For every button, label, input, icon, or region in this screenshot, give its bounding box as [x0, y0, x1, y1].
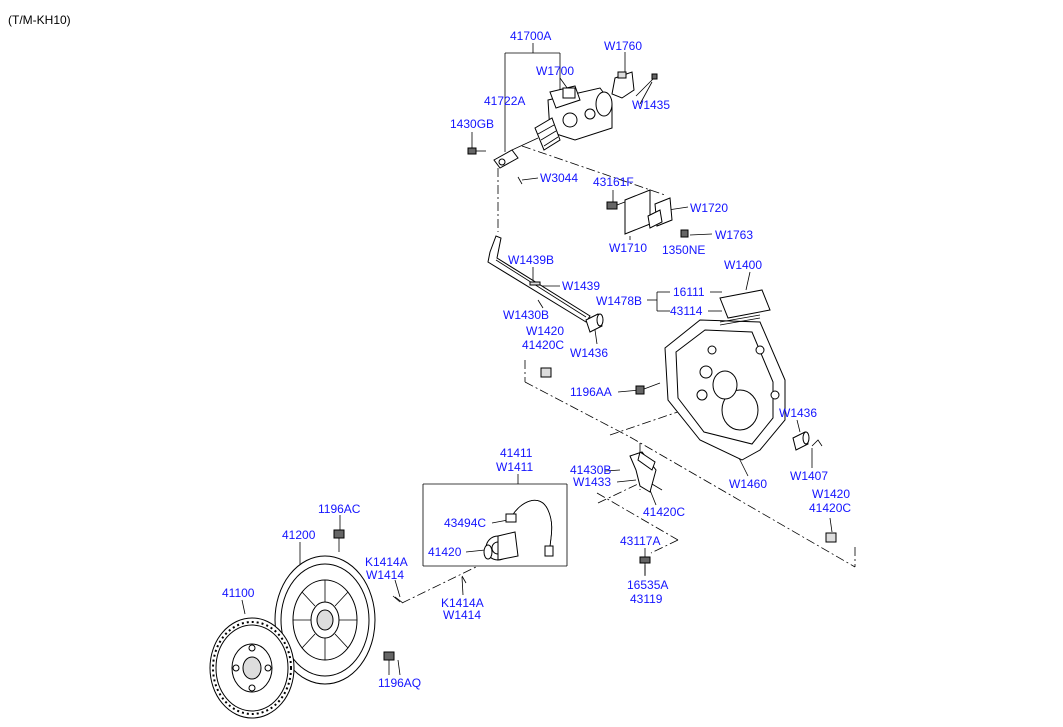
label-w1420-lower: W1420	[812, 487, 851, 501]
label-43494c: 43494C	[444, 516, 487, 530]
release-fork-41430b	[629, 451, 657, 493]
label-w1439: W1439	[562, 279, 601, 293]
bolt-1196aa	[635, 382, 661, 395]
label-41420: 41420	[428, 545, 462, 559]
label-43114: 43114	[670, 304, 703, 318]
label-43161f: 43161F	[593, 175, 634, 189]
label-w1411: W1411	[496, 460, 534, 474]
label-41420c-lower: 41420C	[809, 501, 852, 515]
label-41700a: 41700A	[510, 29, 552, 43]
bushing-41420c-upper	[540, 367, 552, 378]
label-41420c-upper: 41420C	[522, 338, 565, 352]
spring-41420c	[651, 483, 663, 491]
label-41722a: 41722A	[484, 94, 526, 108]
label-41420c-fork: 41420C	[643, 505, 686, 519]
label-w1439b: W1439B	[508, 253, 555, 267]
label-k1414a-lower: K1414A	[441, 596, 484, 610]
label-w1420-upper: W1420	[526, 324, 565, 338]
label-w1414-lower: W1414	[443, 608, 482, 622]
label-w1760: W1760	[604, 39, 643, 53]
label-41411: 41411	[500, 446, 533, 460]
label-w1435: W1435	[632, 98, 671, 112]
release-bearing-41420	[483, 531, 519, 561]
label-43117a: 43117A	[620, 534, 661, 548]
clip-w1407	[811, 439, 823, 447]
label-w1414-upper: W1414	[366, 568, 405, 582]
label-1196aa: 1196AA	[570, 385, 612, 399]
shim-43114	[719, 314, 761, 326]
gasket-w1710	[624, 189, 651, 235]
key-w1439	[529, 281, 541, 286]
bolt-w1435	[635, 73, 658, 97]
label-1430gb: 1430GB	[450, 117, 495, 131]
label-w1710: W1710	[609, 241, 648, 255]
label-1350ne: 1350NE	[662, 243, 706, 257]
label-41200: 41200	[282, 528, 316, 542]
label-41430b: 41430B	[570, 463, 612, 477]
bushing-w1420-lower	[825, 532, 837, 543]
label-w1720: W1720	[690, 201, 729, 215]
clip-k1414a	[392, 575, 467, 603]
label-43119: 43119	[630, 592, 663, 606]
model-code-header: (T/M-KH10)	[8, 13, 71, 27]
label-16535a: 16535A	[627, 578, 669, 592]
label-w1407: W1407	[790, 469, 829, 483]
label-w1460: W1460	[729, 477, 768, 491]
label-w1430b: W1430B	[503, 308, 550, 322]
assembly-lines	[394, 145, 856, 604]
label-1196aq: 1196AQ	[378, 676, 422, 690]
clutch-master-cylinder	[511, 85, 613, 151]
pin-w3044	[517, 176, 523, 185]
bracket-w1720	[647, 197, 673, 229]
label-w1700: W1700	[536, 64, 575, 78]
label-w1436-upper: W1436	[570, 346, 609, 360]
clutch-disc-41100	[209, 617, 295, 719]
label-1196ac: 1196AC	[318, 502, 361, 516]
label-w1436-lower: W1436	[779, 406, 818, 420]
fork-shaft-w1430b	[487, 235, 591, 323]
label-w1433: W1433	[573, 475, 612, 489]
clutch-housing-w1460	[664, 319, 786, 461]
label-k1414a-upper: K1414A	[365, 555, 408, 569]
hose-41411	[505, 499, 554, 557]
pin-1430gb	[467, 147, 486, 155]
label-41100: 41100	[222, 586, 255, 600]
bracket-w1760	[611, 71, 635, 99]
clutch-cover-41200	[274, 555, 376, 685]
bolt-1196aq	[383, 651, 395, 675]
label-w1763: W1763	[715, 228, 754, 242]
bolt-43117a	[639, 556, 651, 575]
label-16111: 16111	[673, 285, 705, 299]
gasket-16111	[719, 289, 771, 319]
label-w1400: W1400	[724, 258, 763, 272]
label-w3044: W3044	[540, 171, 579, 185]
bushing-w1436	[585, 313, 604, 333]
label-w1478b: W1478B	[596, 294, 643, 308]
bushing-w1436-lower	[792, 431, 810, 451]
bolt-1196ac	[333, 529, 345, 552]
nut-w1763	[680, 229, 689, 238]
clevis-41722a	[493, 149, 519, 169]
